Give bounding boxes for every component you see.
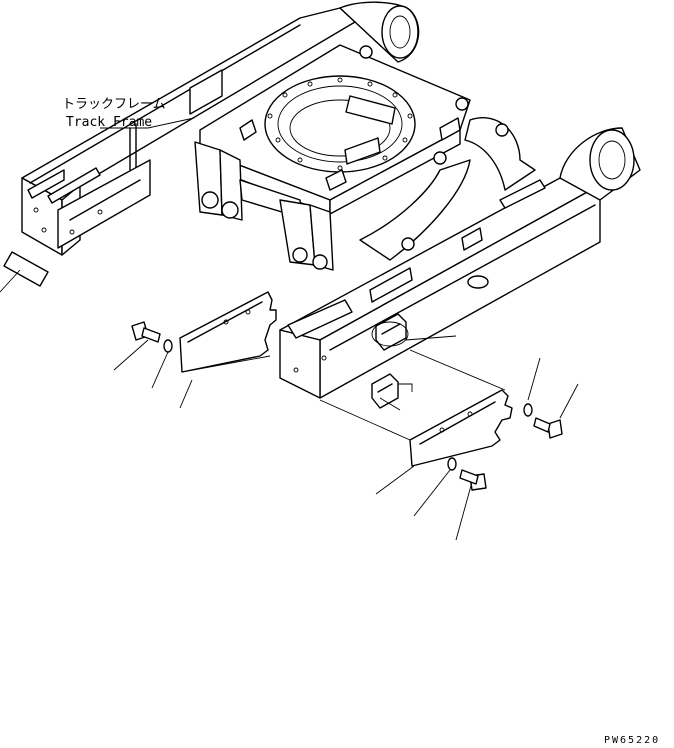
mounting-bracket-lower — [371, 373, 413, 409]
left-track-guard — [179, 291, 277, 373]
track-frame-label-en: Track Frame — [66, 115, 152, 130]
bolt-right-lower — [459, 469, 487, 491]
center-frame — [199, 44, 471, 215]
blade-bracket — [194, 141, 334, 271]
washer-right-upper — [523, 403, 533, 417]
callout-leaders — [0, 117, 579, 541]
mounting-bracket-upper — [371, 313, 409, 351]
washer-left — [163, 339, 173, 353]
left-side-frame — [3, 1, 420, 287]
bolt-left — [131, 321, 161, 343]
bolt-right-upper — [533, 417, 563, 439]
drawing-number: PW65220 — [604, 735, 660, 746]
track-frame — [3, 1, 641, 399]
washer-right-lower — [447, 457, 457, 471]
right-track-guard — [319, 349, 513, 467]
track-frame-label-jp: トラックフレーム — [62, 97, 166, 112]
